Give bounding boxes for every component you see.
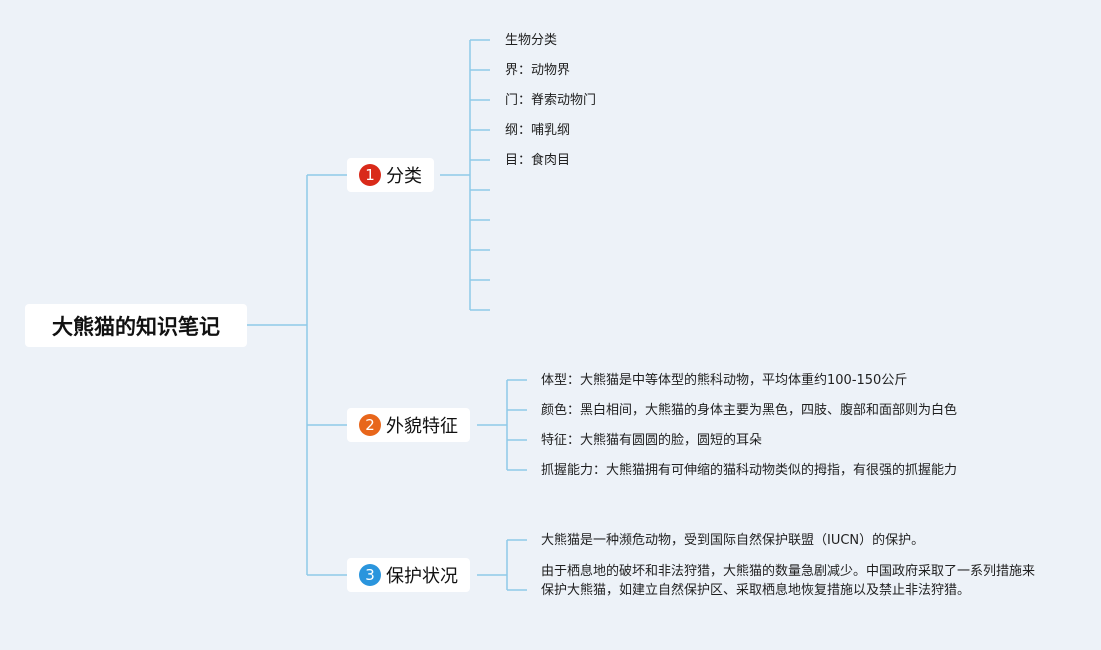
root-title: 大熊猫的知识笔记: [52, 314, 220, 339]
branch-label: 外貌特征: [386, 416, 458, 437]
leaf-item[interactable]: 目：食肉目: [505, 153, 571, 168]
leaf-item[interactable]: 由于栖息地的破坏和非法狩猎，大熊猫的数量急剧减少。中国政府采取了一系列措施来保护…: [541, 564, 1036, 598]
branch-appearance[interactable]: 2 外貌特征: [347, 408, 470, 442]
branch-classification[interactable]: 1 分类: [347, 158, 434, 192]
branch-label: 分类: [386, 166, 422, 187]
number-badge-1: 1: [359, 164, 381, 186]
branch-conservation[interactable]: 3 保护状况: [347, 558, 470, 592]
leaf-item[interactable]: 门：脊索动物门: [505, 93, 597, 108]
branch-label: 保护状况: [386, 566, 458, 587]
number-badge-3: 3: [359, 564, 381, 586]
number-badge-2: 2: [359, 414, 381, 436]
leaf-item[interactable]: 特征：大熊猫有圆圆的脸，圆短的耳朵: [541, 433, 763, 448]
leaf-item[interactable]: 体型：大熊猫是中等体型的熊科动物，平均体重约100-150公斤: [541, 373, 908, 388]
leaf-item[interactable]: 颜色：黑白相间，大熊猫的身体主要为黑色，四肢、腹部和面部则为白色: [541, 403, 958, 418]
leaf-item[interactable]: 纲：哺乳纲: [505, 123, 571, 138]
leaf-item[interactable]: 大熊猫是一种濒危动物，受到国际自然保护联盟（IUCN）的保护。: [541, 533, 925, 548]
leaf-item[interactable]: 生物分类: [505, 33, 558, 48]
leaf-item[interactable]: 界：动物界: [505, 63, 571, 78]
root-node[interactable]: 大熊猫的知识笔记: [25, 304, 247, 347]
leaf-item[interactable]: 抓握能力：大熊猫拥有可伸缩的猫科动物类似的拇指，有很强的抓握能力: [541, 463, 958, 478]
